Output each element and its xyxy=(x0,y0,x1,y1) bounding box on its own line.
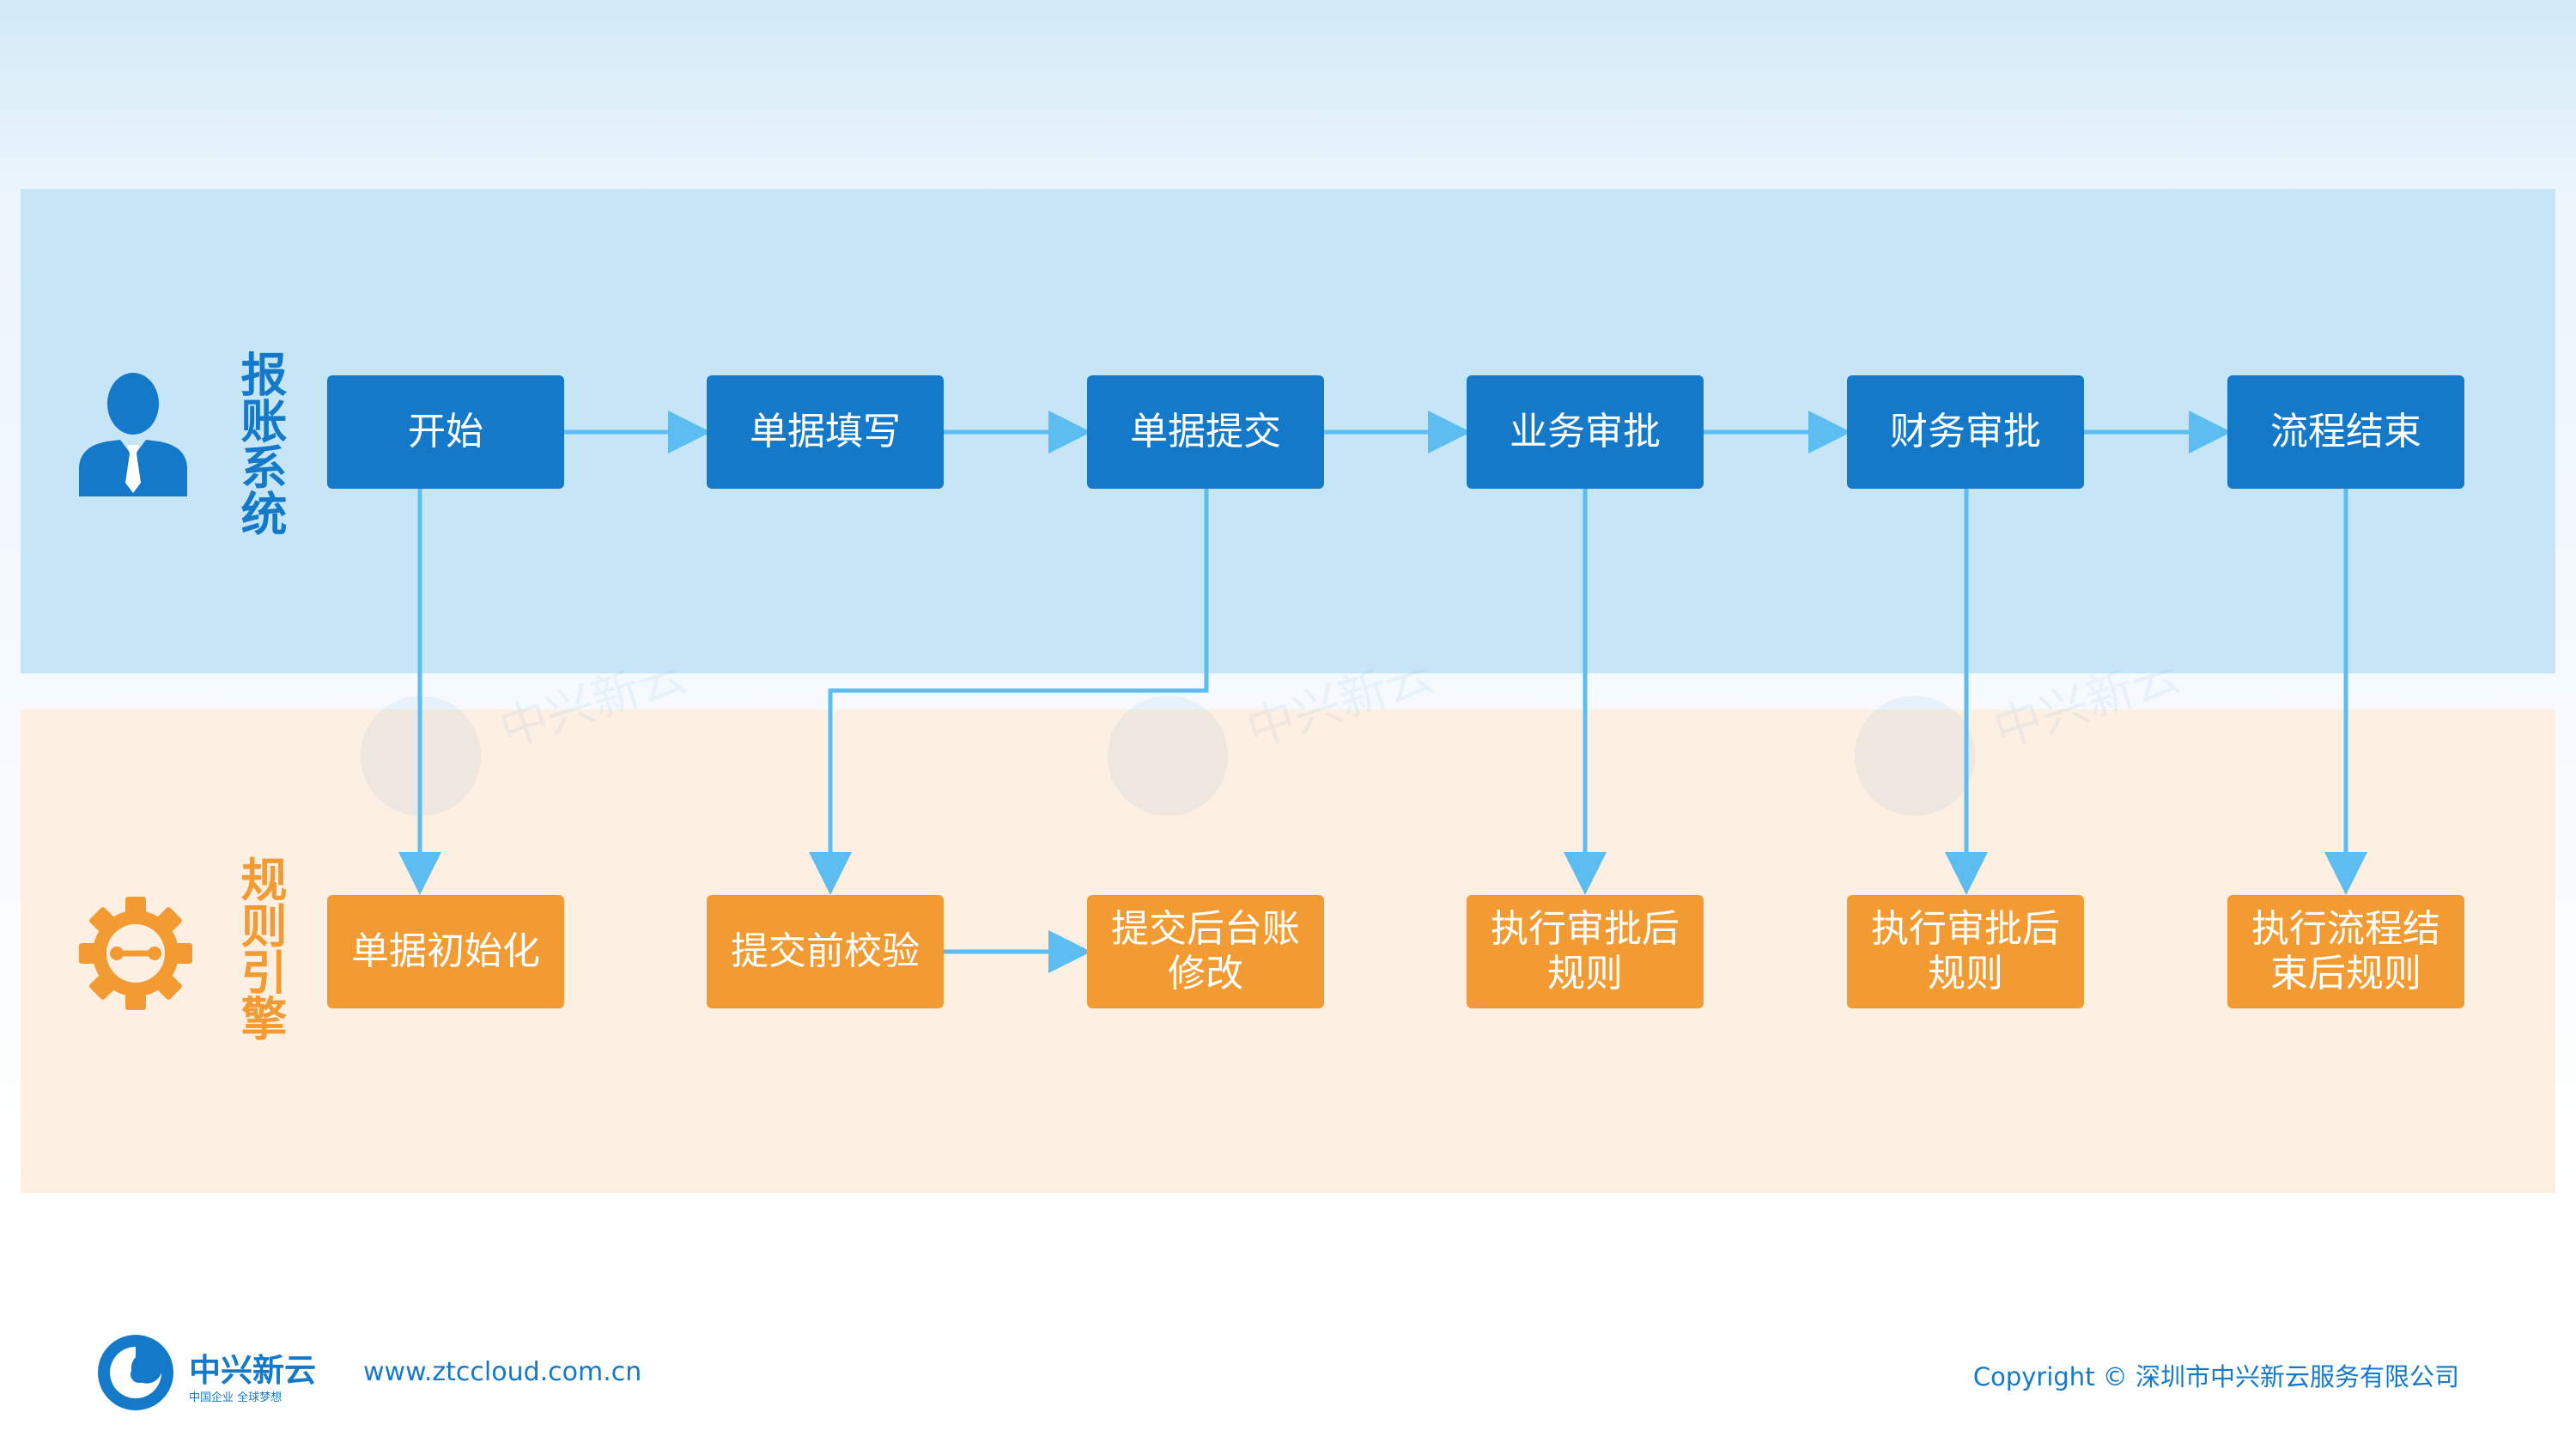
rule-after-process-end: 执行流程结 束后规则 xyxy=(2227,895,2464,1008)
footer-website-link[interactable]: www.ztccloud.com.cn xyxy=(363,1357,642,1387)
step-fill-form: 单据填写 xyxy=(707,375,944,489)
step-submit-form: 单据提交 xyxy=(1087,375,1324,489)
rule-pre-submit-check: 提交前校验 xyxy=(707,895,944,1008)
step-start: 开始 xyxy=(327,375,564,489)
ztc-cloud-logo-icon xyxy=(98,1335,173,1410)
rule-post-submit-ledger: 提交后台账 修改 xyxy=(1087,895,1324,1008)
gear-icon xyxy=(79,897,192,1010)
footer-copyright: Copyright © 深圳市中兴新云服务有限公司 xyxy=(1972,1362,2459,1391)
watermark-logo-2: 中兴新云 xyxy=(1108,670,1440,816)
rule-after-finance-approval: 执行审批后 规则 xyxy=(1847,895,2084,1008)
footer-brand-name: 中兴新云 xyxy=(189,1352,316,1389)
footer-slogan: 中国企业 全球梦想 xyxy=(189,1391,283,1404)
system-lane-title: 报账系统 xyxy=(233,350,287,536)
step-finance-approval: 财务审批 xyxy=(1847,375,2084,489)
step-process-end: 流程结束 xyxy=(2227,375,2464,489)
arrow-submit-to-precheck xyxy=(809,489,1209,895)
step-business-approval: 业务审批 xyxy=(1467,375,1704,489)
rule-form-init: 单据初始化 xyxy=(327,895,564,1008)
watermark-logo-3: 中兴新云 xyxy=(1855,670,2187,816)
rule-after-business-approval: 执行审批后 规则 xyxy=(1467,895,1704,1008)
user-icon xyxy=(79,373,187,496)
rule-engine-lane-title: 规则引擎 xyxy=(233,855,287,1041)
